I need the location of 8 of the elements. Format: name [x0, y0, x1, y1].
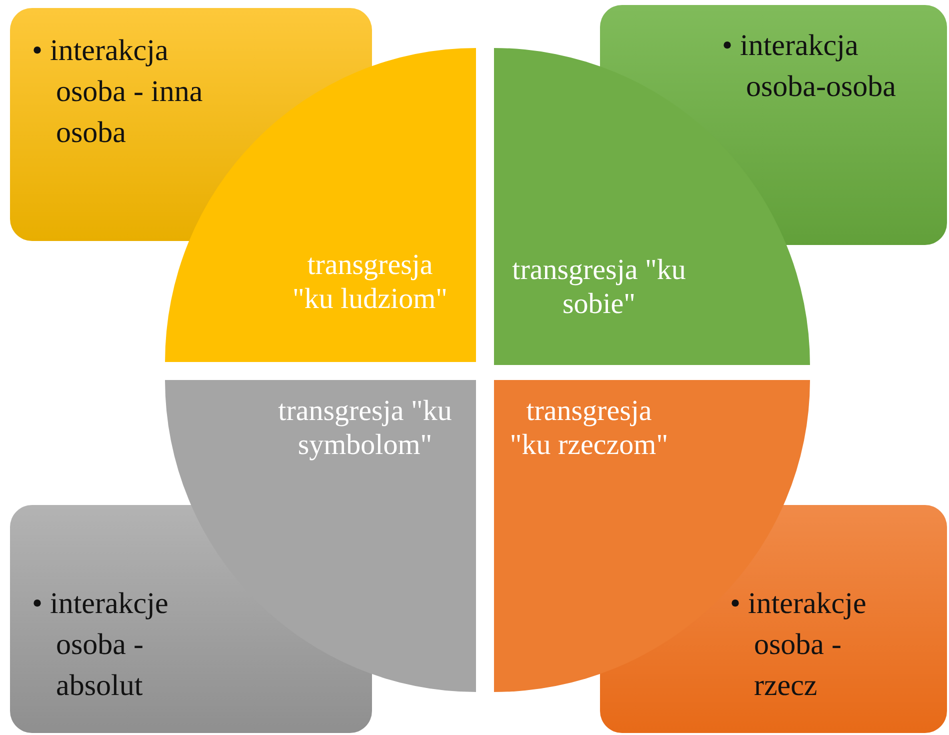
bullet-text: • interakcja osoba - inna osoba — [32, 33, 204, 151]
bullet-text: • interakcje osoba - absolut — [32, 586, 170, 704]
bullet-text: • interakcja osoba-osoba — [722, 28, 897, 105]
segment-label: transgresja "ku sobie" — [511, 253, 687, 321]
segment-label: transgresja "ku symbolom" — [277, 394, 453, 462]
segment-label: transgresja "ku rzeczom" — [509, 394, 669, 462]
bullet-text: • interakcje osoba - rzecz — [730, 586, 868, 704]
segment-label: transgresja "ku ludziom" — [292, 248, 448, 316]
